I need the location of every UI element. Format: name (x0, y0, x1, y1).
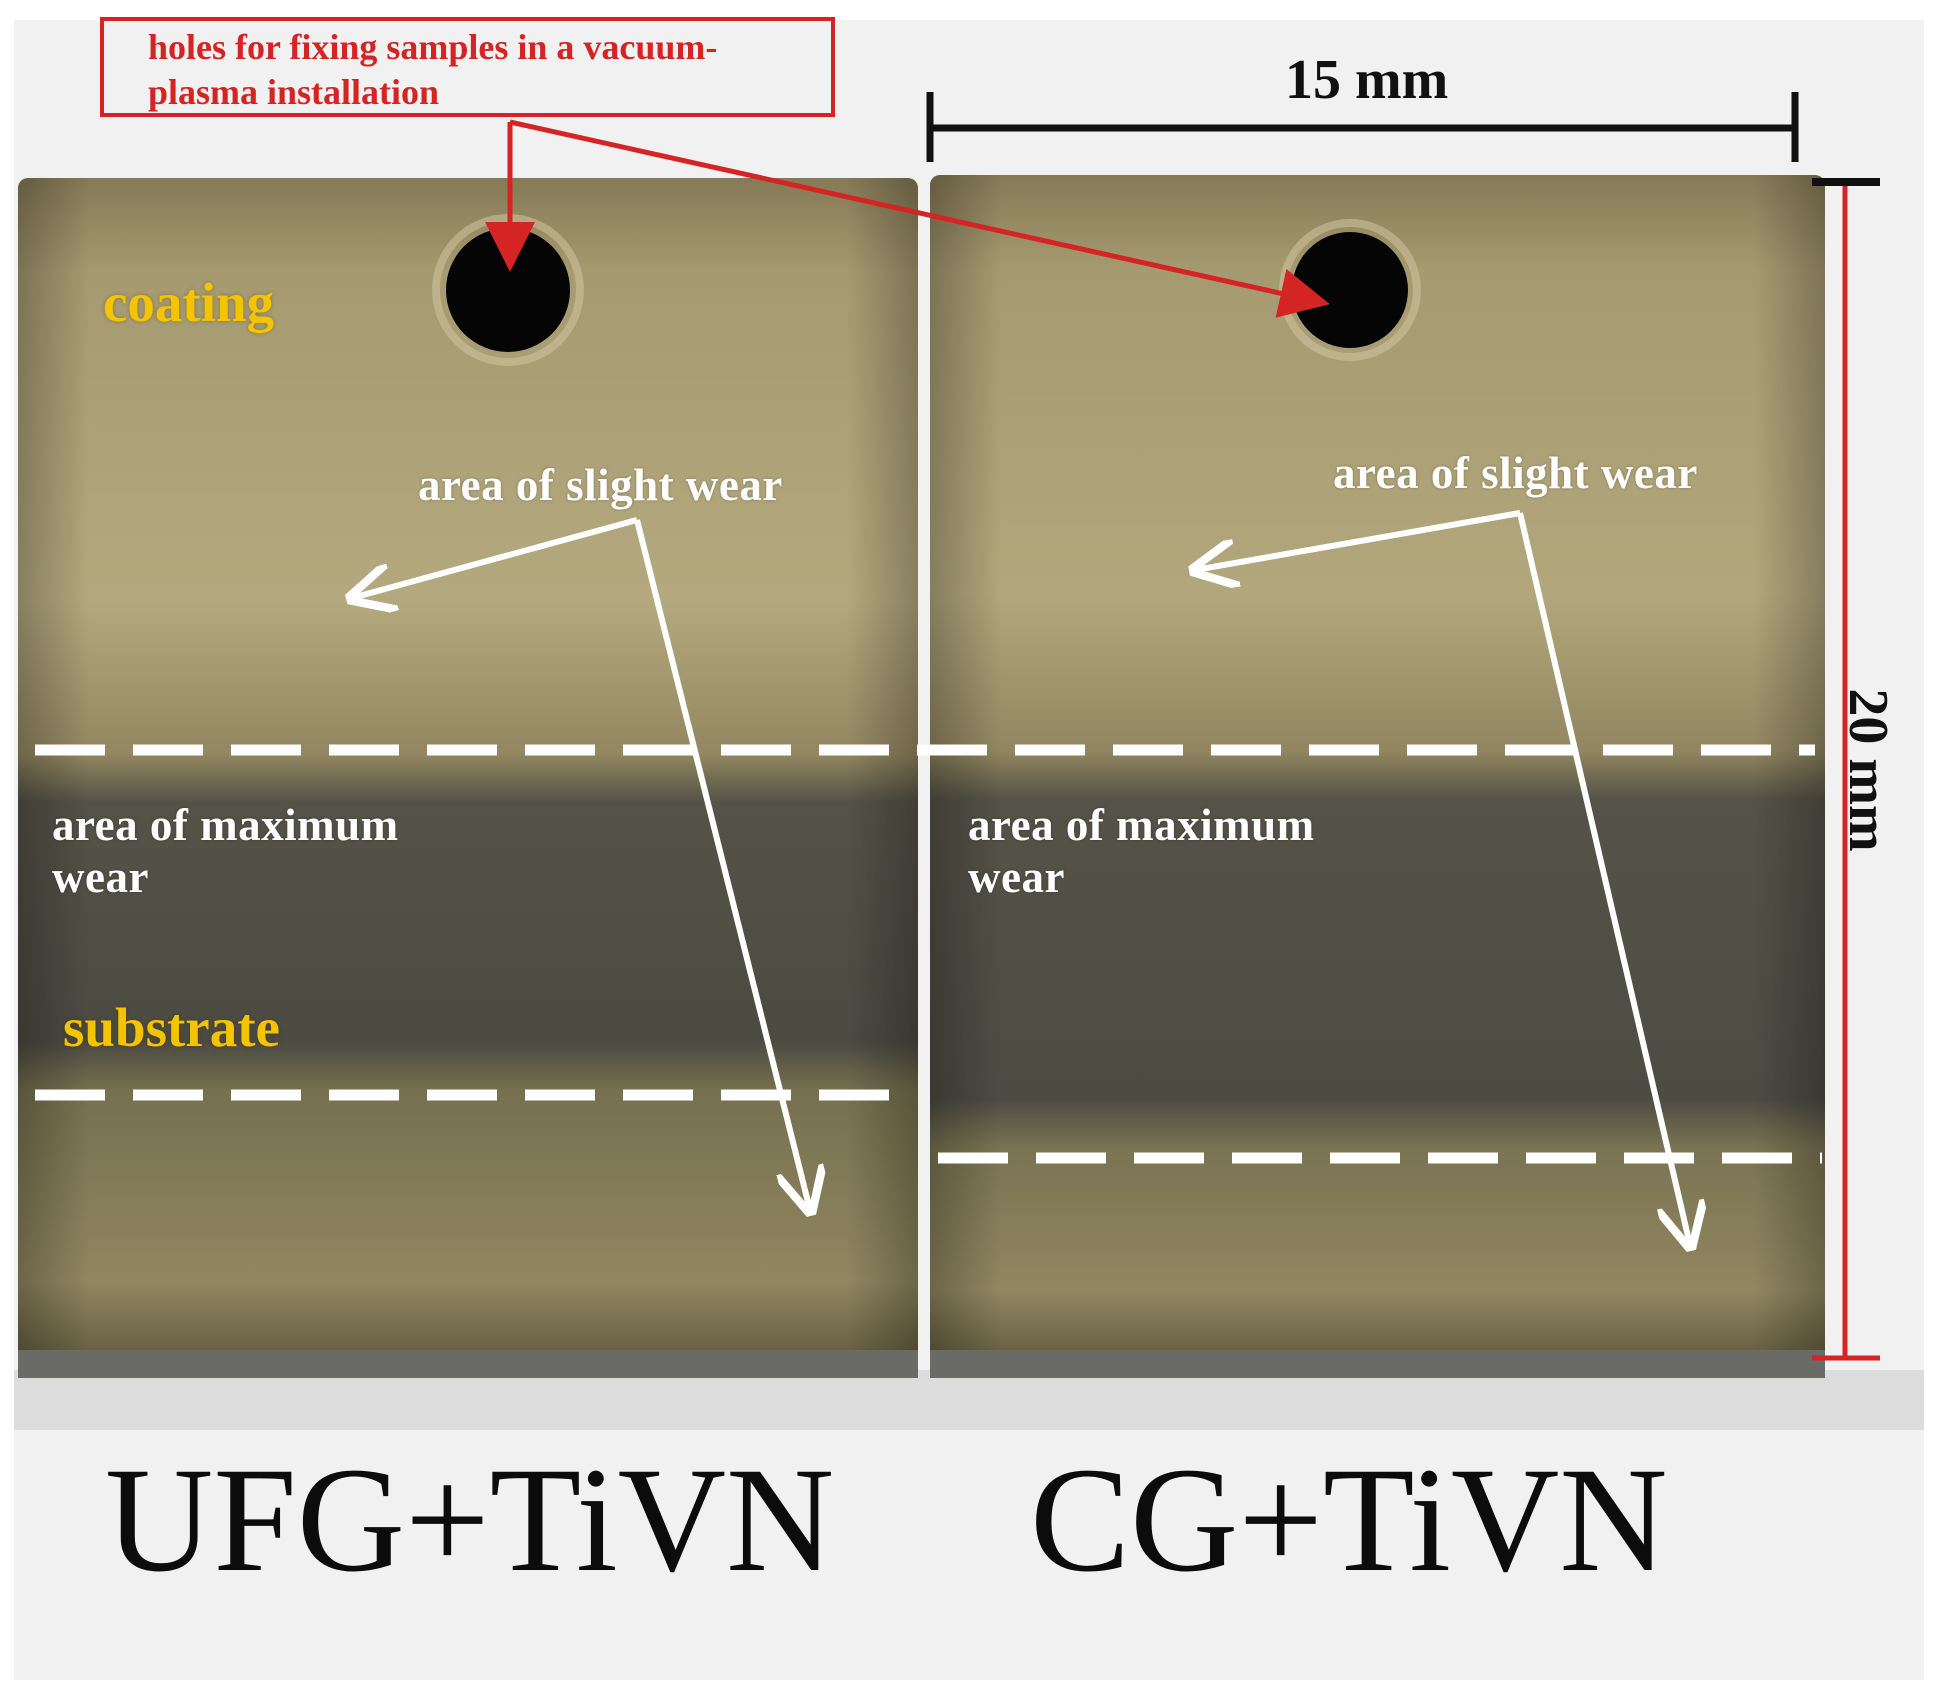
right-mounting-hole (1292, 232, 1408, 348)
right-sample-plate (930, 175, 1825, 1378)
left-max-wear-label: area of maximum wear (52, 800, 399, 902)
left-sample-title: UFG+TiVN (105, 1437, 835, 1603)
substrate-label: substrate (63, 997, 280, 1058)
holes-callout-text: holes for fixing samples in a vacuum-pla… (148, 27, 718, 112)
holes-callout-box: holes for fixing samples in a vacuum-pla… (100, 17, 835, 117)
width-scale-label: 15 mm (1285, 49, 1449, 111)
left-mounting-hole (446, 228, 570, 352)
height-scale-bar (1812, 178, 1880, 1361)
height-scale-label: 20 mm (1837, 688, 1899, 852)
left-slight-wear-arrow (352, 517, 638, 598)
left-sample-plate (18, 178, 918, 1378)
left-slight-wear-label: area of slight wear (418, 460, 783, 510)
coating-label: coating (103, 272, 275, 333)
right-slight-wear-arrow (1195, 510, 1521, 570)
left-max-wear-arrow (634, 519, 810, 1210)
right-sample-title: CG+TiVN (1030, 1437, 1668, 1603)
right-max-wear-label: area of maximum wear (968, 800, 1315, 902)
table-shadow (14, 1370, 1924, 1430)
red-arrow-right-hole (509, 119, 1330, 318)
right-slight-wear-label: area of slight wear (1333, 448, 1698, 498)
right-max-wear-arrow (1517, 512, 1690, 1245)
width-scale-bar (926, 92, 1799, 162)
